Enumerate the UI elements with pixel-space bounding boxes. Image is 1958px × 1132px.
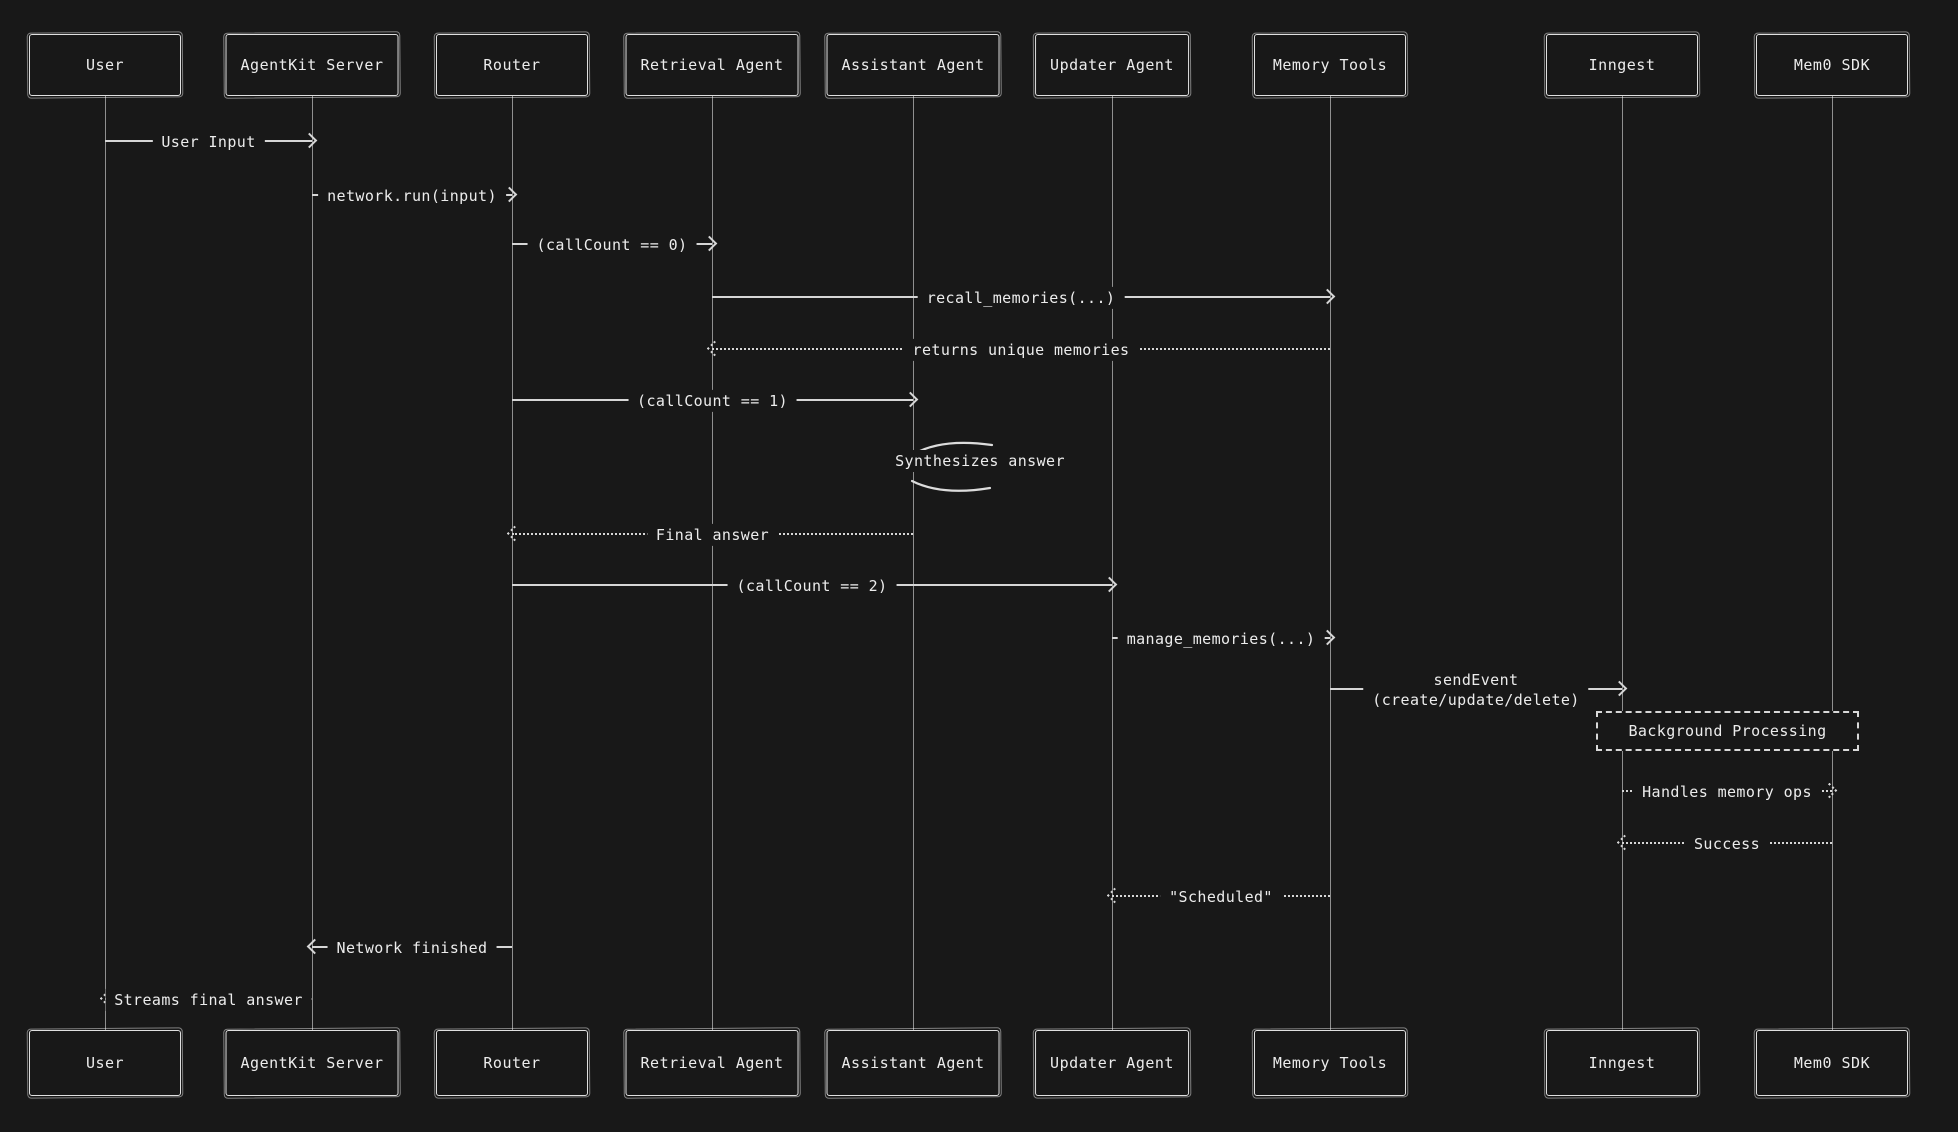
- participant-agentkit-server-top: AgentKit Server: [225, 34, 399, 96]
- participant-label: Mem0 SDK: [1793, 1054, 1871, 1072]
- note-label: Synthesizes answer: [895, 452, 1065, 470]
- participant-label: Assistant Agent: [841, 1054, 985, 1072]
- arrowhead-left-icon: [506, 525, 523, 542]
- message-label: (callCount == 1): [628, 389, 797, 413]
- note-arc-bottom: [910, 479, 992, 492]
- arrowhead-right-icon: [301, 132, 318, 149]
- message-success: Success: [1616, 832, 1832, 856]
- participant-label: Router: [483, 56, 541, 74]
- message-label: returns unique memories: [903, 338, 1139, 362]
- participant-label: Router: [483, 1054, 541, 1072]
- participant-label: Updater Agent: [1050, 56, 1174, 74]
- lifeline-inngest: [1622, 96, 1623, 1032]
- message-callcount-1: (callCount == 1): [512, 389, 919, 413]
- message-callcount-2: (callCount == 2): [512, 574, 1118, 598]
- participant-inngest-top: Inngest: [1546, 34, 1698, 96]
- arrowhead-left-icon: [1106, 887, 1123, 904]
- message-label: recall_memories(...): [917, 286, 1125, 310]
- participant-inngest-bottom: Inngest: [1546, 1030, 1698, 1096]
- arrowhead-right-icon: [1101, 576, 1118, 593]
- lifeline-retrieval-agent: [712, 96, 713, 1032]
- participant-label: Retrieval Agent: [640, 56, 784, 74]
- background-processing-label: Background Processing: [1628, 722, 1827, 740]
- message-label: (callCount == 2): [727, 574, 897, 598]
- message-recall-memories: recall_memories(...): [712, 286, 1336, 310]
- participant-retrieval-agent-top: Retrieval Agent: [625, 34, 799, 96]
- participant-label: Assistant Agent: [841, 56, 985, 74]
- participant-router-top: Router: [436, 34, 588, 96]
- message-label: "Scheduled": [1160, 885, 1282, 909]
- participant-label: Memory Tools: [1272, 56, 1388, 74]
- participant-mem0-sdk-bottom: Mem0 SDK: [1756, 1030, 1908, 1096]
- participant-label: Inngest: [1588, 1054, 1656, 1072]
- message-label: Network finished: [327, 936, 497, 960]
- lifeline-router: [512, 96, 513, 1032]
- message-label: sendEvent (create/update/delete): [1363, 668, 1589, 712]
- message-returns-unique-memories: returns unique memories: [706, 338, 1330, 362]
- arrowhead-right-icon: [902, 391, 919, 408]
- participant-user-top: User: [29, 34, 181, 96]
- participant-updater-agent-bottom: Updater Agent: [1035, 1030, 1189, 1096]
- arrowhead-right-icon: [1821, 782, 1838, 799]
- arrowhead-left-icon: [706, 340, 723, 357]
- message-label: Success: [1684, 832, 1770, 856]
- lifeline-assistant-agent: [913, 96, 914, 1032]
- message-final-answer: Final answer: [506, 523, 913, 547]
- background-processing-box: Background Processing: [1596, 711, 1859, 751]
- message-streams-final-answer: Streams final answer: [99, 988, 312, 1012]
- participant-updater-agent-top: Updater Agent: [1035, 34, 1189, 96]
- participant-memory-tools-top: Memory Tools: [1254, 34, 1406, 96]
- participant-agentkit-server-bottom: AgentKit Server: [225, 1030, 399, 1096]
- arrowhead-left-icon: [1616, 834, 1633, 851]
- participant-router-bottom: Router: [436, 1030, 588, 1096]
- message-network-run: network.run(input): [312, 184, 518, 208]
- message-label: Final answer: [646, 523, 779, 547]
- message-label: Handles memory ops: [1633, 780, 1821, 804]
- message-send-event: sendEvent (create/update/delete): [1330, 668, 1628, 712]
- participant-label: AgentKit Server: [240, 1054, 384, 1072]
- arrowhead-right-icon: [1319, 288, 1336, 305]
- message-scheduled: "Scheduled": [1106, 885, 1330, 909]
- message-label: network.run(input): [318, 184, 506, 208]
- message-label: User Input: [152, 130, 265, 154]
- participant-label: User: [85, 56, 125, 74]
- lifeline-agentkit-server: [312, 96, 313, 1032]
- message-label: Streams final answer: [105, 988, 312, 1012]
- participant-label: User: [85, 1054, 125, 1072]
- message-label: (callCount == 0): [527, 233, 697, 257]
- lifeline-user: [105, 96, 106, 1032]
- message-user-input: User Input: [105, 130, 318, 154]
- message-label: manage_memories(...): [1117, 627, 1325, 651]
- lifeline-memory-tools: [1330, 96, 1331, 1032]
- participant-retrieval-agent-bottom: Retrieval Agent: [625, 1030, 799, 1096]
- message-handles-memory-ops: Handles memory ops: [1622, 780, 1838, 804]
- self-note: Synthesizes answer: [885, 450, 1075, 472]
- participant-label: Retrieval Agent: [640, 1054, 784, 1072]
- participant-memory-tools-bottom: Memory Tools: [1254, 1030, 1406, 1096]
- message-callcount-0: (callCount == 0): [512, 233, 718, 257]
- message-manage-memories: manage_memories(...): [1112, 627, 1336, 651]
- participant-label: AgentKit Server: [240, 56, 384, 74]
- participant-mem0-sdk-top: Mem0 SDK: [1756, 34, 1908, 96]
- participant-user-bottom: User: [29, 1030, 181, 1096]
- arrowhead-right-icon: [1611, 680, 1628, 697]
- participant-label: Memory Tools: [1272, 1054, 1388, 1072]
- arrowhead-left-icon: [306, 938, 323, 955]
- participant-label: Mem0 SDK: [1793, 56, 1871, 74]
- participant-label: Updater Agent: [1050, 1054, 1174, 1072]
- arrowhead-right-icon: [701, 235, 718, 252]
- lifeline-mem0-sdk: [1832, 96, 1833, 1032]
- participant-assistant-agent-top: Assistant Agent: [826, 34, 1000, 96]
- participant-assistant-agent-bottom: Assistant Agent: [826, 1030, 1000, 1096]
- message-network-finished: Network finished: [306, 936, 512, 960]
- participant-label: Inngest: [1588, 56, 1656, 74]
- lifeline-updater-agent: [1112, 96, 1113, 1032]
